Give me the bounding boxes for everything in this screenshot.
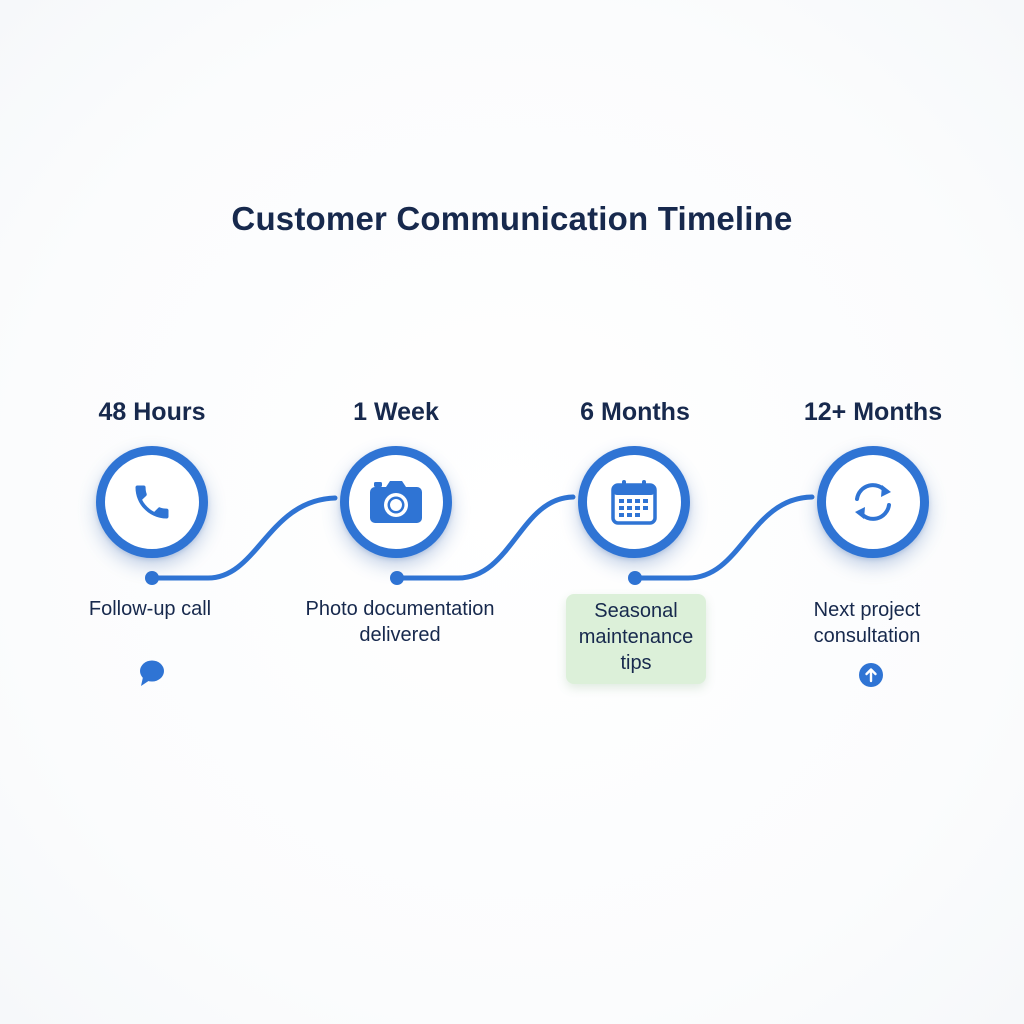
step-node-1[interactable] — [96, 446, 208, 558]
phone-icon — [130, 480, 174, 524]
step-description-3: Seasonal maintenance tips — [566, 594, 706, 684]
step-description-2: Photo documentation delivered — [305, 598, 495, 646]
connector-dot-2 — [390, 571, 404, 585]
connector-dot-3 — [628, 571, 642, 585]
refresh-icon — [848, 477, 898, 527]
step-description-1: Follow-up call — [88, 598, 212, 620]
step-time-2: 1 Week — [353, 398, 439, 426]
step-node-2[interactable] — [340, 446, 452, 558]
step-time-3: 6 Months — [580, 398, 690, 426]
step-description-4: Next project consultation — [813, 599, 921, 647]
step-node-3[interactable] — [578, 446, 690, 558]
step-time-1: 48 Hours — [98, 398, 206, 426]
calendar-icon — [610, 478, 658, 526]
chat-bubble-icon — [138, 658, 166, 688]
camera-icon — [368, 479, 424, 525]
page-title: Customer Communication Timeline — [231, 200, 793, 237]
connector-dot-1 — [145, 571, 159, 585]
step-time-4: 12+ Months — [803, 398, 943, 426]
step-node-4[interactable] — [817, 446, 929, 558]
arrow-up-icon — [858, 662, 884, 688]
